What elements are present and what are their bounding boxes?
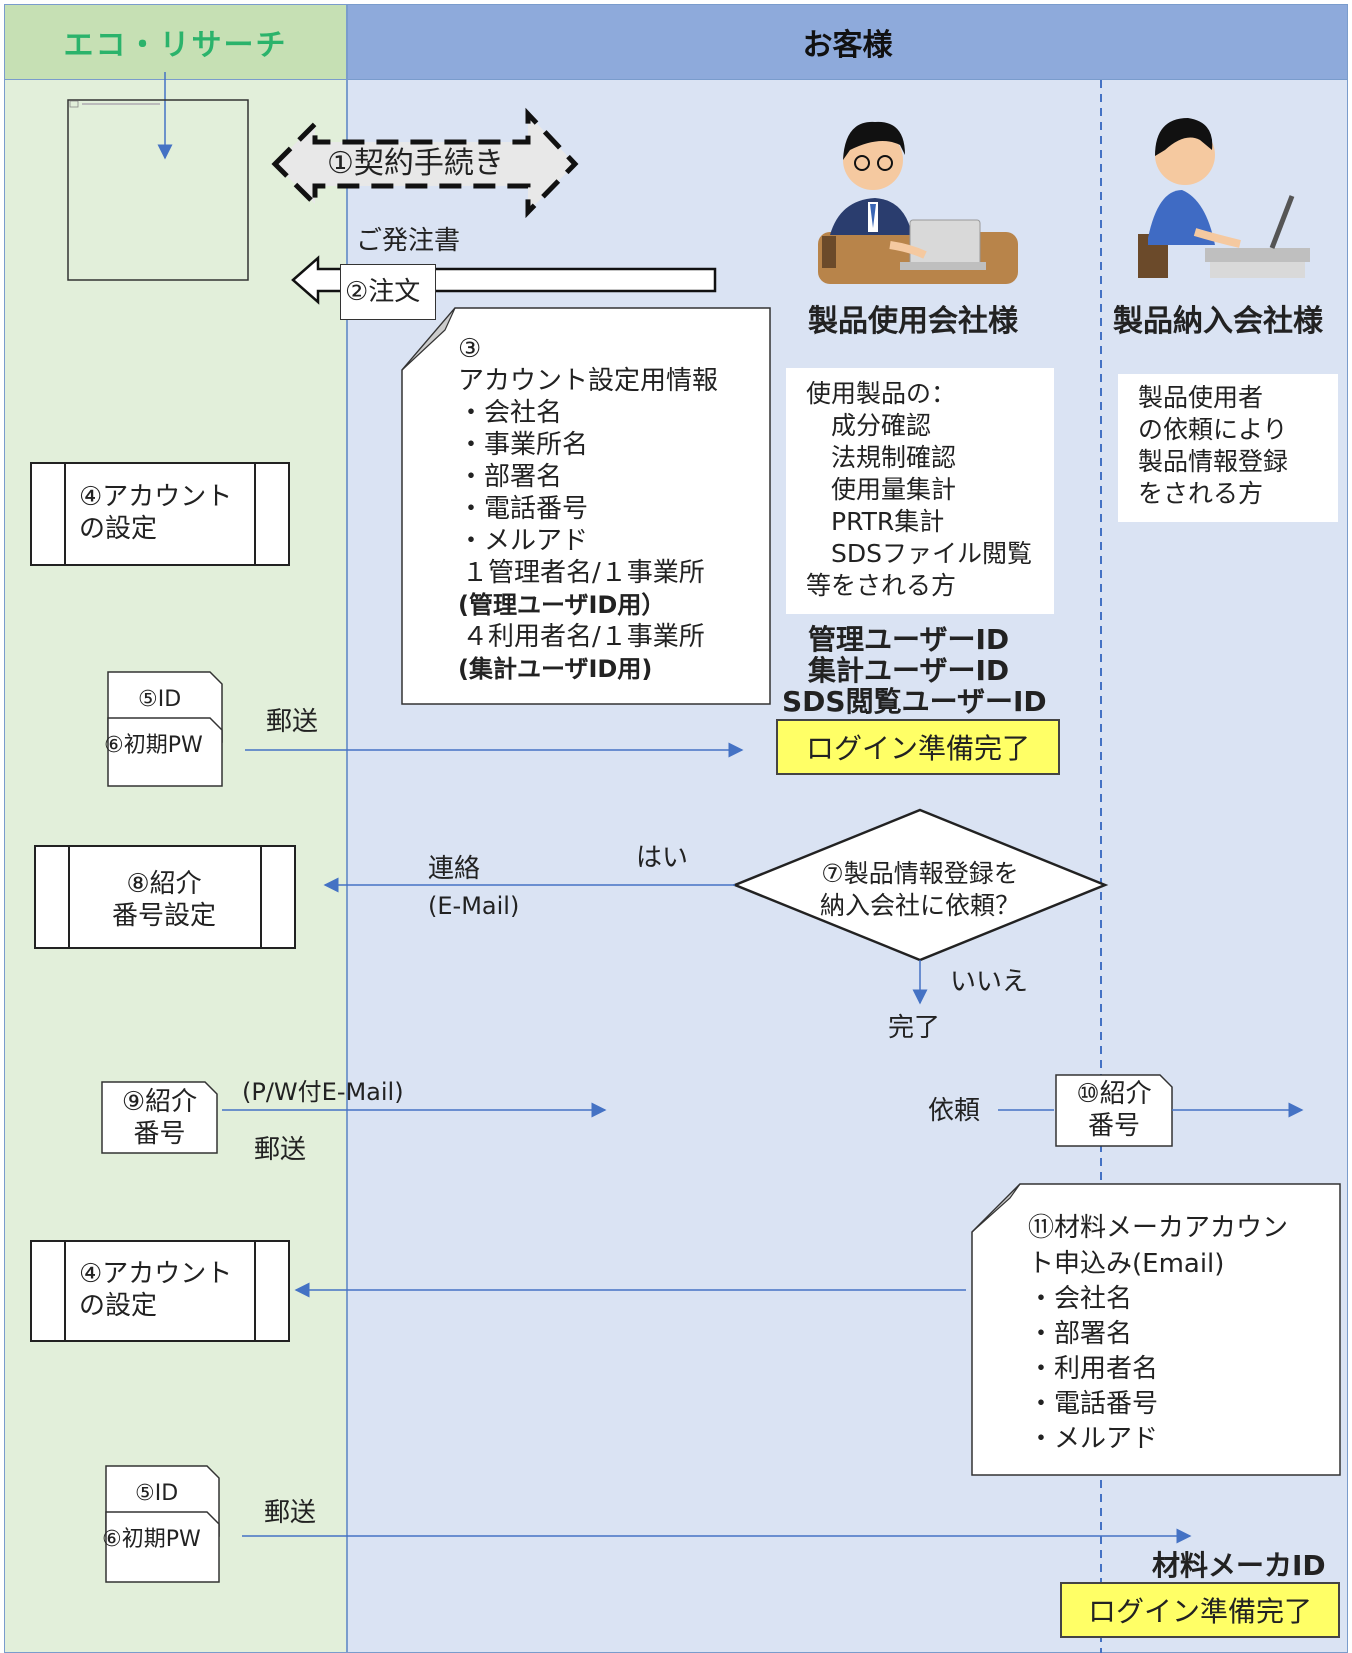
lane-header-eco-research: エコ・リサーチ bbox=[4, 4, 347, 80]
yes-label: はい bbox=[636, 843, 689, 873]
supplier-login-ready: ログイン準備完了 bbox=[1060, 1582, 1340, 1638]
intro-setting-label: ⑧紹介 番号設定 bbox=[111, 869, 216, 931]
supplier-company-desc-panel: 製品使用者 の依頼により 製品情報登録 をされる方 bbox=[1118, 374, 1338, 522]
intro-number-label: ⑨紹介 番号 bbox=[121, 1087, 198, 1149]
done-label: 完了 bbox=[888, 1013, 941, 1043]
id-label-1: ⑤ID bbox=[138, 687, 182, 712]
decision-label: ⑦製品情報登録を 納入会社に依頼？ bbox=[820, 859, 1021, 920]
account-setup-process-2: ④アカウント の設定 bbox=[30, 1240, 290, 1342]
contract-arrow bbox=[271, 107, 579, 219]
contract-label: ①契約手続き bbox=[327, 146, 504, 181]
user-login-ready: ログイン準備完了 bbox=[776, 719, 1060, 775]
initial-pw-label-1: ⑥初期PW bbox=[104, 733, 203, 758]
order-document-label: ご発注書 bbox=[356, 226, 461, 256]
no-label: いいえ bbox=[950, 967, 1029, 997]
supplier-company-desc: 製品使用者 の依頼により 製品情報登録 をされる方 bbox=[1138, 383, 1289, 508]
user-company-desc-panel: 使用製品の： 成分確認 法規制確認 使用量集計 PRTR集計 SDSファイル閲覧… bbox=[786, 368, 1054, 614]
maker-application-text: ⑪材料メーカアカウン ト申込み(Email) ・会社名 ・部署名 ・利用者名 ・… bbox=[1028, 1213, 1289, 1454]
user-company-desc: 使用製品の： 成分確認 法規制確認 使用量集計 PRTR集計 SDSファイル閲覧… bbox=[806, 379, 1032, 600]
initial-pw-label-2: ⑥初期PW bbox=[102, 1527, 201, 1552]
mail-label-2: 郵送 bbox=[254, 1135, 307, 1165]
mail-label-1: 郵送 bbox=[266, 707, 319, 737]
account-info-text: ③ アカウント設定用情報 ・会社名 ・事業所名 ・部署名 ・電話番号 ・メルアド… bbox=[458, 334, 719, 683]
sds-user-id: SDS閲覧ユーザーID bbox=[782, 685, 1047, 718]
id-label-2: ⑤ID bbox=[135, 1481, 179, 1506]
request-label: 依頼 bbox=[928, 1096, 981, 1126]
placeholder-frame bbox=[67, 99, 249, 281]
maker-id: 材料メーカID bbox=[1152, 1549, 1326, 1582]
lane-header-customer: お客様 bbox=[347, 4, 1348, 80]
email-label: (E-Mail) bbox=[428, 892, 520, 920]
intro-number-10-label: ⑩紹介 番号 bbox=[1076, 1079, 1152, 1141]
pw-email-label: (P/W付E-Mail) bbox=[242, 1078, 404, 1106]
order-label: ②注文 bbox=[345, 277, 421, 307]
intro-setting-process bbox=[34, 845, 296, 949]
user-company-illustration bbox=[818, 121, 1018, 284]
mail-label-3: 郵送 bbox=[264, 1498, 317, 1528]
contact-label: 連絡 bbox=[428, 854, 481, 884]
lane-eco-research bbox=[4, 4, 347, 1653]
supplier-company-illustration bbox=[1138, 118, 1310, 278]
aggregate-user-id: 集計ユーザーID bbox=[808, 654, 1010, 687]
admin-user-id: 管理ユーザーID bbox=[808, 623, 1010, 656]
supplier-company-title: 製品納入会社様 bbox=[1113, 304, 1323, 339]
user-company-title: 製品使用会社様 bbox=[808, 304, 1018, 339]
account-setup-process-1: ④アカウント の設定 bbox=[30, 462, 290, 566]
